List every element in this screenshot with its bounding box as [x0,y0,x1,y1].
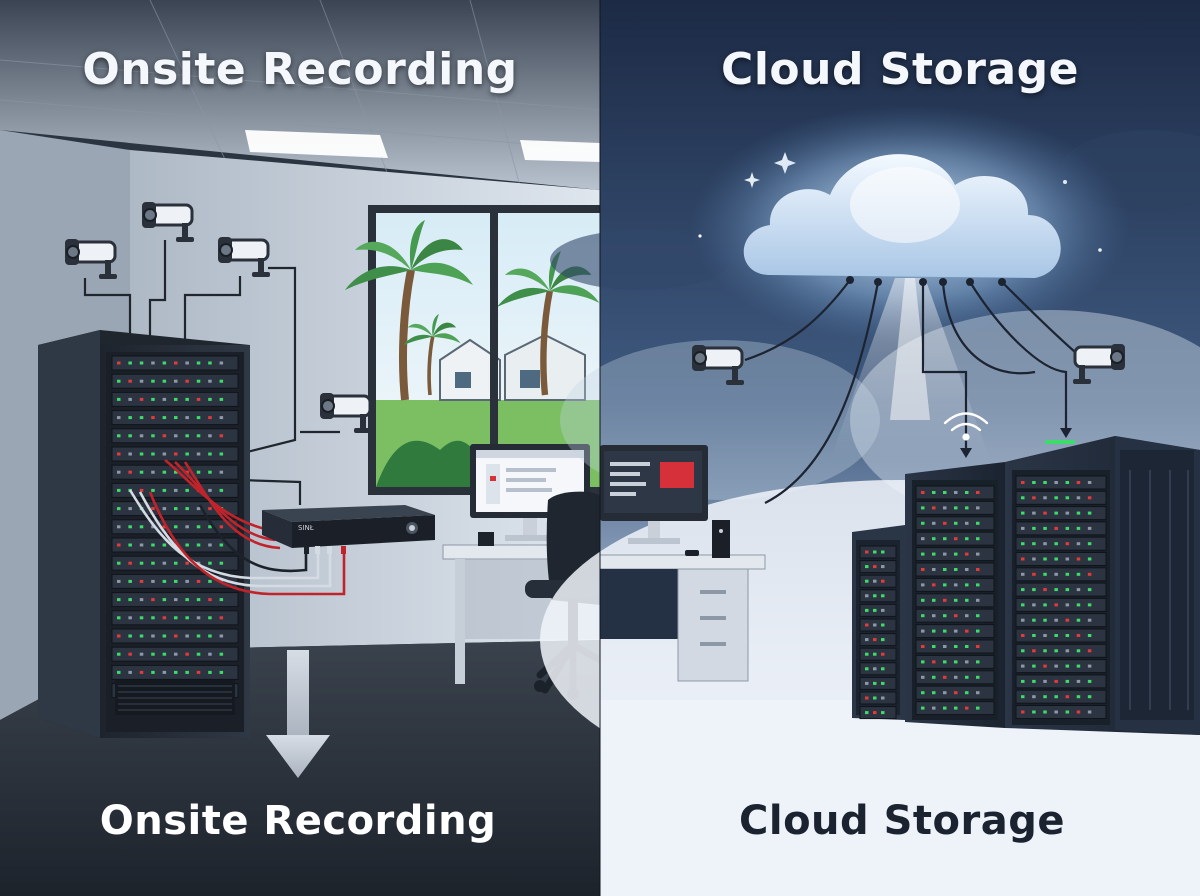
rack-unit [111,428,239,444]
wifi-icon [943,412,989,441]
rack-unit [1015,567,1107,582]
server-rack-icon [1005,436,1200,735]
rack-unit [1015,659,1107,674]
server-rack-icon [905,462,1005,728]
dvr-recorder-icon: SINŁ [262,505,435,554]
rack-unit [1015,506,1107,521]
rack-unit [1015,536,1107,551]
rack-unit [1015,490,1107,505]
rack-unit [859,574,897,588]
rack-unit [1015,628,1107,643]
dvr-label: SINŁ [298,524,314,532]
monitor-icon [600,445,708,544]
rack-unit [859,560,897,574]
rack-unit [915,500,995,515]
bottom-left-caption: Onsite Recording [99,798,497,844]
rack-unit [915,562,995,577]
bottom-right-caption: Cloud Storage [739,798,1065,844]
ceiling-light [245,130,388,158]
rack-unit [111,573,239,589]
rack-unit [111,628,239,644]
rack-unit [1015,521,1107,536]
rack-unit [915,516,995,531]
rack-unit [1015,475,1107,490]
rack-unit [859,603,897,617]
cloud-icon [690,105,1130,345]
top-left-title: Onsite Recording [82,44,518,95]
rack-unit [111,410,239,426]
rack-unit [111,355,239,371]
rack-unit [1015,689,1107,704]
rack-unit [859,589,897,603]
rack-unit [1015,674,1107,689]
rack-unit [859,545,897,559]
rack-unit [1015,582,1107,597]
rack-unit [1015,552,1107,566]
onsite-panel: SINŁ [0,0,604,896]
rack-unit [859,662,897,676]
rack-unit [1015,705,1107,719]
rack-unit [111,446,239,462]
rack-unit [915,485,995,500]
ceiling [0,0,600,190]
rack-unit [111,592,239,608]
rack-unit [859,633,897,647]
top-right-title: Cloud Storage [721,44,1079,95]
network-cables [128,458,346,596]
cloud-connections [744,279,1076,504]
down-arrow-icon [266,650,330,778]
rack-unit [111,519,239,535]
rack-unit [915,701,995,716]
rack-unit [915,654,995,669]
rack-unit [1015,597,1107,612]
rack-unit [111,555,239,571]
rack-unit [1015,613,1107,628]
rack-unit [915,593,995,608]
camera-cables [83,240,340,505]
rack-unit [1015,643,1107,658]
cloud-connectors [846,276,1072,458]
rack-unit [111,373,239,389]
server-rack-icon [852,525,905,720]
ceiling-light [520,140,600,162]
rack-unit [915,685,995,700]
cloud-panel [540,0,1200,896]
rack-unit [915,624,995,639]
rack-unit [915,639,995,654]
rack-unit [915,577,995,592]
rack-unit [859,706,897,720]
rack-unit [859,691,897,705]
rack-unit [859,647,897,661]
rack-unit [111,610,239,626]
rack-unit [859,618,897,632]
rack-unit [111,664,239,680]
rack-unit [915,670,995,685]
rack-unit [915,608,995,623]
rack-unit [915,547,995,562]
rack-unit [111,646,239,662]
office-desk [599,520,766,682]
rack-unit [111,464,239,480]
desk-phone [478,532,494,546]
rack-unit [111,391,239,407]
rack-unit [915,531,995,546]
rack-unit [859,676,897,690]
data-beams [830,278,990,460]
